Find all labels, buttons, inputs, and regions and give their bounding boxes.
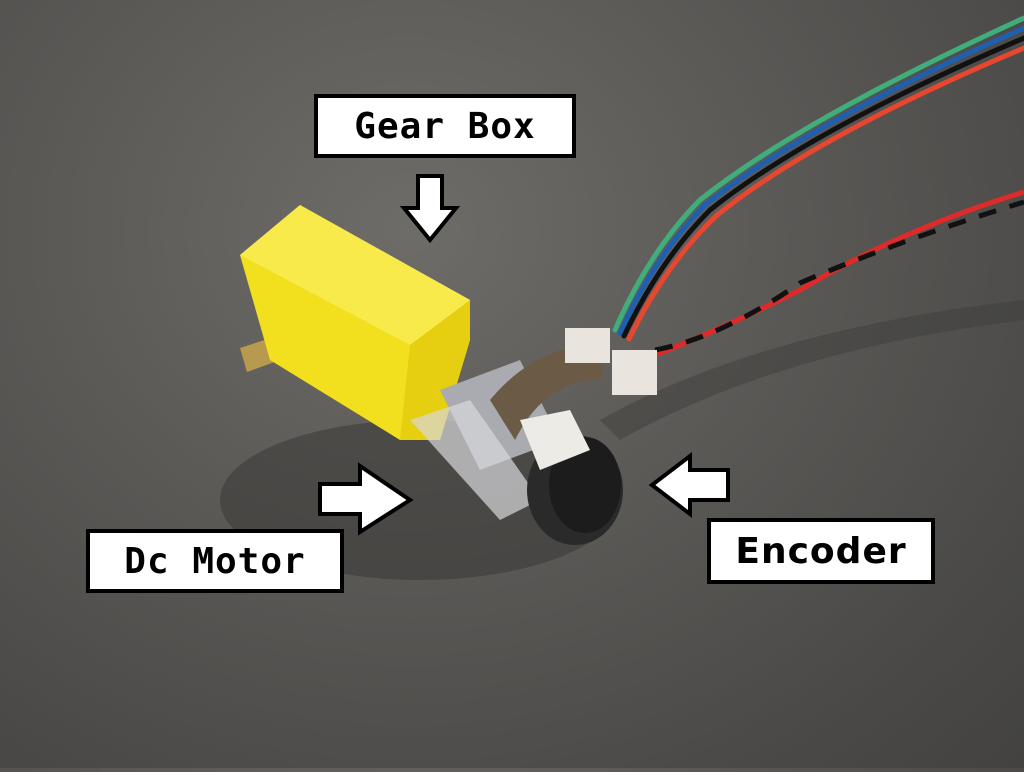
- wire-shadow: [600, 300, 1024, 440]
- connector-2pin: [612, 350, 657, 395]
- label-encoder: Encoder: [707, 518, 935, 584]
- label-dc-motor-text: Dc Motor: [124, 540, 306, 582]
- connector-4pin: [565, 328, 610, 363]
- encoder-wire-bundle: [612, 15, 1024, 342]
- label-encoder-text: Encoder: [735, 530, 907, 572]
- arrow-left-icon: [648, 451, 730, 519]
- arrow-down-icon: [399, 174, 461, 244]
- encoder-board: [490, 344, 610, 440]
- label-gear-box-text: Gear Box: [354, 105, 536, 147]
- label-dc-motor: Dc Motor: [86, 529, 344, 593]
- arrow-right-icon: [318, 462, 414, 536]
- motor-wire-pair: [654, 189, 1024, 358]
- label-gear-box: Gear Box: [314, 94, 576, 158]
